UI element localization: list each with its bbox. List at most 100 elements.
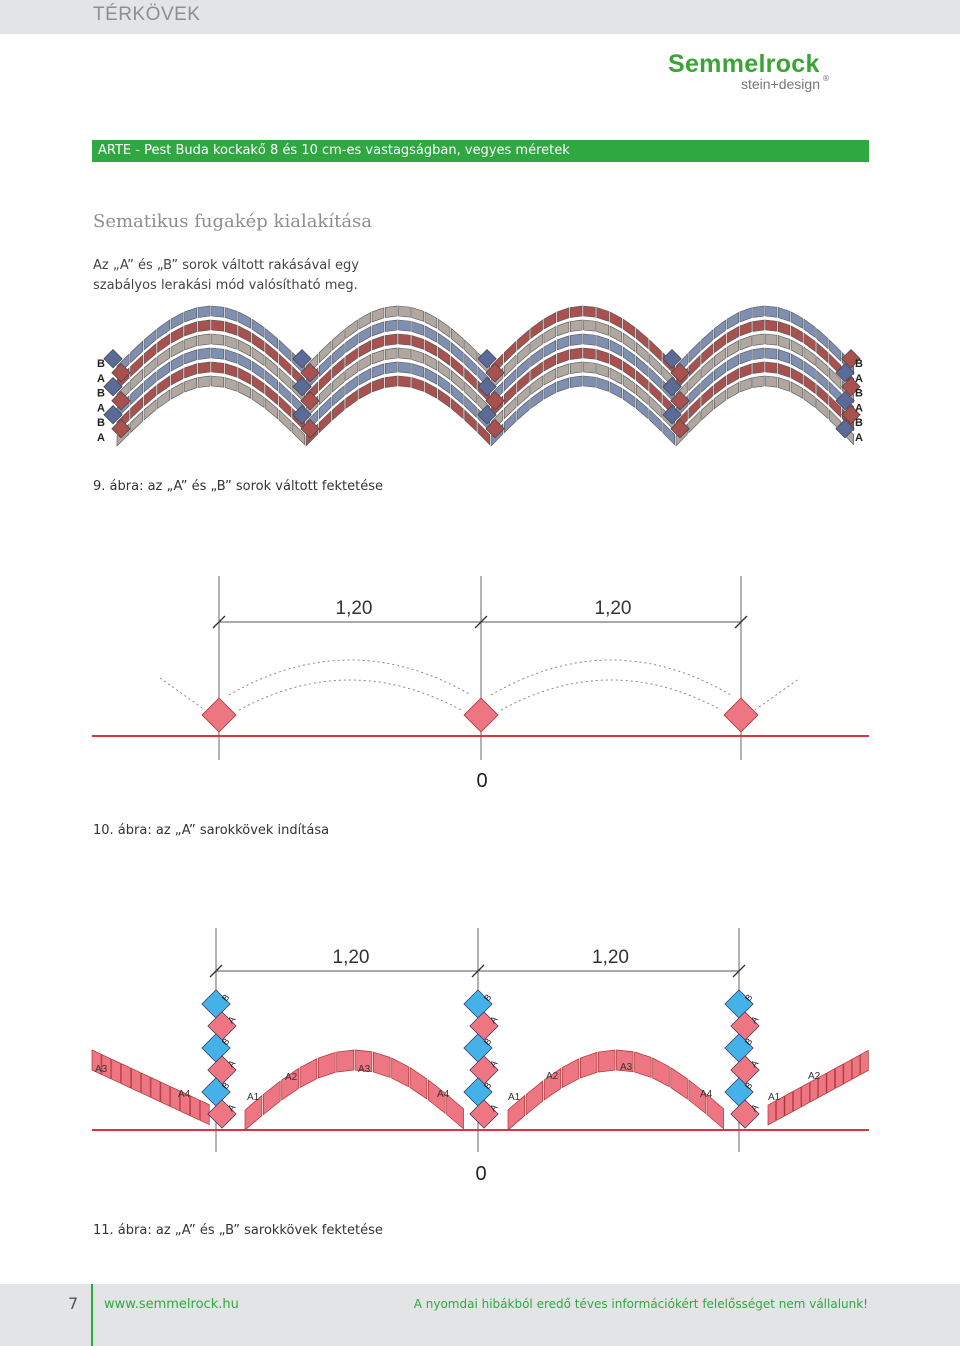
arch-stone (634, 1051, 652, 1078)
paving-stone (816, 341, 829, 364)
paving-stone (345, 347, 358, 368)
section-title: TÉRKÖVEK (93, 4, 201, 25)
paving-stone (714, 361, 727, 382)
corner-stone-b (201, 989, 231, 1019)
paving-stone (265, 397, 278, 420)
paving-stone (464, 409, 477, 433)
paving-stone (530, 375, 543, 396)
arch-stone (391, 1057, 409, 1088)
paving-stone (596, 377, 609, 392)
paving-stone (739, 349, 752, 365)
paving-stone (622, 374, 636, 395)
paving-stone (411, 335, 424, 350)
top-bar: TÉRKÖVEK (0, 0, 960, 34)
paving-stone (530, 319, 543, 340)
arch-stone-label: A2 (546, 1071, 559, 1082)
paving-stone (714, 333, 727, 354)
paving-stone (596, 363, 609, 378)
paving-stone (803, 388, 816, 409)
paving-stone (143, 329, 157, 351)
paving-stone (803, 318, 816, 339)
arch-stone-label: A3 (95, 1064, 108, 1075)
paving-stone (688, 396, 701, 420)
dimension-label-right: 1,20 (592, 947, 629, 968)
paving-stone (211, 319, 224, 332)
paving-stone (170, 326, 184, 344)
paving-stone (278, 395, 292, 419)
arch-stone (826, 1068, 836, 1094)
paving-stone (358, 354, 372, 372)
zero-label: 0 (475, 1163, 486, 1185)
paving-stone (211, 375, 224, 388)
paving-stone (130, 396, 143, 420)
paving-stone (517, 342, 530, 365)
paving-stone (662, 421, 675, 446)
paving-stone (622, 360, 636, 381)
corner-stone (292, 405, 312, 425)
paving-stone (318, 410, 332, 434)
paving-stone (569, 305, 583, 318)
paving-stone (726, 340, 739, 358)
arch-stone (101, 1054, 112, 1080)
website-link[interactable]: www.semmelrock.hu (104, 1297, 239, 1312)
arch-stone (130, 1067, 141, 1094)
paving-stone (398, 333, 411, 346)
paving-stone (371, 349, 385, 365)
corner-stone-a (207, 1099, 237, 1129)
figure-10-caption: 10. ábra: az „A” sarokkövek indítása (93, 823, 330, 838)
corner-stone (477, 405, 497, 425)
corner-stone (292, 377, 312, 397)
dimension-tick (209, 964, 223, 978)
paving-stone (714, 319, 727, 340)
paving-stone (530, 389, 543, 410)
intro-text: Az „A” és „B” sorok váltott rakásával eg… (93, 256, 359, 296)
paving-stone (790, 367, 803, 385)
paving-stone (583, 361, 596, 374)
paving-stone (371, 363, 385, 379)
corner-stone-label: A (226, 1058, 238, 1069)
paving-stone (238, 367, 251, 385)
dimension-tick (732, 964, 746, 978)
paving-stone (816, 369, 829, 392)
paving-stone (543, 340, 557, 358)
paving-stone (143, 385, 157, 407)
paving-stone (464, 353, 477, 377)
corner-stone (485, 391, 505, 411)
paving-stone (636, 383, 649, 406)
paving-stone (739, 377, 752, 393)
corner-stone (103, 349, 123, 369)
arch-stone (299, 1058, 318, 1089)
corner-stone-label: B (482, 1036, 494, 1047)
paving-stone (224, 363, 238, 378)
paving-stone (777, 363, 791, 378)
row-label-right: B (855, 417, 863, 429)
paving-stone (816, 397, 829, 420)
dotted-arch-outer (228, 659, 472, 696)
paving-stone (251, 374, 265, 395)
row-label-right: A (855, 402, 863, 414)
paving-stone (701, 398, 714, 421)
paving-stone (384, 375, 398, 388)
corner-stone-b (724, 1077, 754, 1107)
paving-stone (451, 383, 464, 406)
corner-stone-b (724, 989, 754, 1019)
logo-wordmark: Semmelrock (668, 50, 820, 78)
paving-stone (197, 375, 211, 388)
corner-stone (662, 405, 682, 425)
paving-stone (583, 333, 596, 346)
corner-stone (300, 419, 320, 439)
paving-stone (238, 325, 251, 343)
paving-stone (157, 347, 170, 368)
row-label-left: A (97, 402, 105, 414)
paving-stone (238, 353, 251, 371)
corner-stone (835, 391, 855, 411)
paving-stone (803, 360, 816, 381)
corner-stone-a (463, 697, 499, 733)
paving-stone (358, 340, 372, 358)
paving-stone (251, 318, 265, 339)
paving-stone (278, 381, 292, 405)
paving-stone (803, 346, 816, 367)
paving-stone (411, 377, 424, 392)
paving-stone (726, 382, 739, 400)
